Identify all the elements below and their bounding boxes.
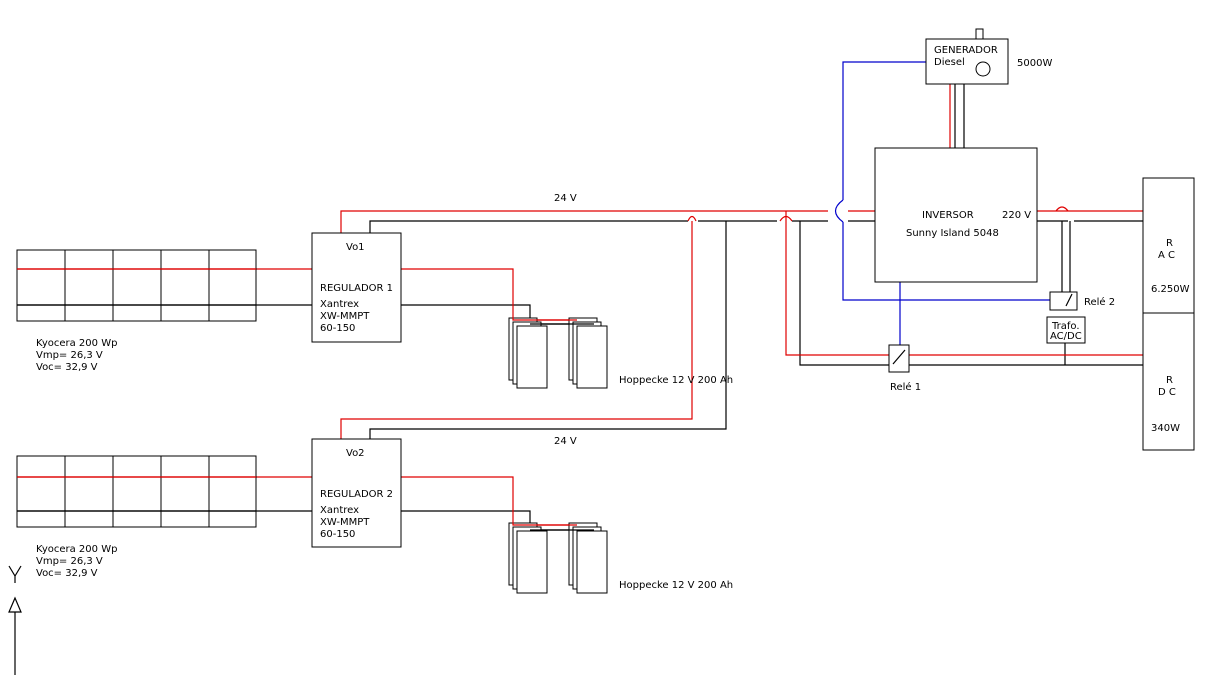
generator-name: GENERADOR [934,45,998,56]
inverter-voltage: 220 V [1002,210,1031,221]
ac-load-letter2: A C [1158,250,1175,261]
battery-bank-1-label: Hoppecke 12 V 200 Ah [619,375,733,386]
panel-1-voc: Voc= 32,9 V [36,362,98,373]
relay-1-label: Relé 1 [890,381,921,393]
panel-2-vmp: Vmp= 26,3 V [36,556,103,567]
solar-panel-array-1 [16,249,257,322]
generator-icon [975,61,991,77]
dc-load-box [1142,312,1195,451]
relay-2-switch-icon [1065,293,1073,307]
control-wiring [834,61,1050,345]
generator-exhaust [975,28,984,40]
regulator-2-model: XW-MMPT [320,517,370,528]
inverter-box [874,147,1038,283]
battery-bank-2-label: Hoppecke 12 V 200 Ah [619,580,733,591]
panel-2-voc: Voc= 32,9 V [36,568,98,579]
relay-2-box [1049,291,1078,311]
battery-bank-2 [508,517,608,594]
regulator-1-model: XW-MMPT [320,311,370,322]
generator-power: 5000W [1017,58,1052,69]
regulator-1-brand: Xantrex [320,299,359,310]
bus-voltage-2: 24 V [554,436,577,447]
regulator-2-name: REGULADOR 2 [320,489,393,500]
panel-1-model: Kyocera 200 Wp [36,338,117,349]
regulator-1-box [311,232,402,343]
solar-panel-array-2 [16,455,257,528]
regulator-1-range: 60-150 [320,323,355,334]
regulator-2-range: 60-150 [320,529,355,540]
regulator-2-id: Vo2 [346,448,365,459]
generator-type: Diesel [934,57,965,68]
generator-box [925,38,1009,85]
panel-2-model: Kyocera 200 Wp [36,544,117,555]
inverter-name: INVERSOR [922,210,974,221]
dc-load-power: 340W [1151,423,1180,434]
panel-1-vmp: Vmp= 26,3 V [36,350,103,361]
transformer-line1: Trafo. [1051,321,1080,332]
ac-load-power: 6.250W [1151,284,1190,295]
regulator-2-box [311,438,402,548]
transformer-line2: AC/DC [1050,331,1082,342]
axis-indicator-icon [8,565,22,675]
transformer-box [1046,316,1086,344]
regulator-1-name: REGULADOR 1 [320,283,393,294]
ac-load-letter1: R [1166,238,1173,249]
dc-load-letter2: D C [1158,387,1176,398]
bus-voltage-1: 24 V [554,193,577,204]
battery-bank-1 [508,312,608,389]
relay-1-box [888,344,910,373]
regulator-2-brand: Xantrex [320,505,359,516]
regulator-1-id: Vo1 [346,242,365,253]
ac-load-box [1142,177,1195,314]
inverter-model: Sunny Island 5048 [906,228,999,239]
relay-1-switch-icon [892,349,906,365]
relay-2-label: Relé 2 [1084,296,1115,308]
negative-wiring [17,84,1143,531]
dc-load-letter1: R [1166,375,1173,386]
